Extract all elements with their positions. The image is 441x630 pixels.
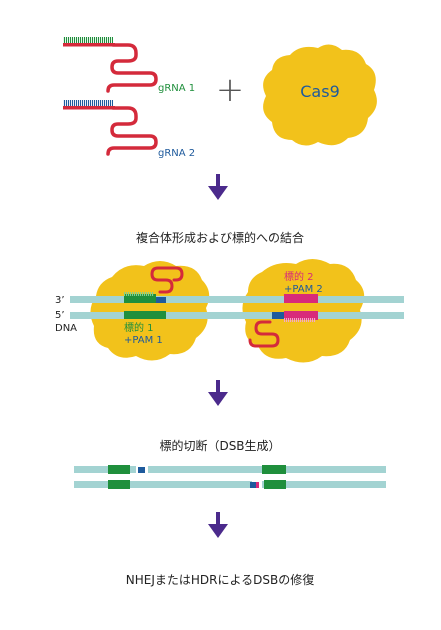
grna-2-guide-sequence (63, 100, 113, 106)
grna-2-scaffold (106, 106, 158, 156)
step3-caption: NHEJまたはHDRによるDSBの修復 (126, 572, 314, 587)
target2-bottom-stripes (284, 318, 316, 322)
dsb-strand-bottom-left (74, 481, 252, 488)
grna-1: gRNA 1 (63, 37, 195, 94)
dsb-bottom-magenta (256, 482, 259, 488)
target2-bottom-magenta (284, 311, 318, 320)
cas9-blob (263, 44, 377, 146)
dsb-top-blue (138, 467, 145, 473)
arrow-down-icon-3 (208, 512, 228, 538)
dsb-bottom-green-1 (108, 480, 130, 489)
pam2-bottom (272, 312, 284, 319)
dsb-top-green-1 (108, 465, 130, 474)
dna-label: DNA (55, 323, 77, 334)
arrow-down-icon-2 (208, 380, 228, 406)
target1-bottom-green (124, 311, 166, 319)
pam1-label: +PAM 1 (124, 335, 163, 346)
grna-1-backbone-top (63, 43, 115, 47)
pam1-top (156, 297, 166, 303)
cas9-blob-right (242, 259, 365, 363)
strand-3prime-label: 3’ (55, 295, 65, 306)
grna-2: gRNA 2 (63, 100, 195, 159)
dsb-bottom-green-2 (264, 480, 286, 489)
target1-label: 標的 1 (124, 321, 154, 334)
step1-caption: 複合体形成および標的への結合 (136, 230, 304, 245)
grna-1-label: gRNA 1 (158, 83, 195, 94)
grna-1-guide-sequence (63, 37, 113, 43)
cas9-label: Cas9 (300, 82, 340, 101)
dna-strand-top (70, 296, 404, 303)
target1-top-green (124, 294, 156, 303)
dsb-top-green-2 (262, 465, 286, 474)
target1-top-green-stripes (124, 292, 154, 296)
target2-top-magenta (284, 294, 318, 303)
arrow-down-icon (208, 174, 228, 200)
grna-2-backbone-top (63, 106, 115, 110)
grna-1-scaffold (106, 43, 158, 93)
grna-bound-right (248, 320, 280, 348)
target2-label: 標的 2 (284, 270, 314, 283)
dsb-strand-bottom-right (262, 481, 386, 488)
step2-caption: 標的切断（DSB生成） (159, 438, 280, 453)
grna-2-label: gRNA 2 (158, 148, 195, 159)
dna-strand-bottom (70, 312, 404, 319)
dsb-bottom-blue (250, 482, 256, 488)
cas9-blob-left (90, 261, 210, 361)
grna-bound-left (150, 266, 184, 294)
cas9-protein: Cas9 (263, 44, 377, 146)
strand-5prime-label: 5’ (55, 310, 65, 321)
dsb-strand-top-left (74, 466, 136, 473)
plus-sign: + (216, 70, 245, 110)
pam2-label: +PAM 2 (284, 284, 323, 295)
